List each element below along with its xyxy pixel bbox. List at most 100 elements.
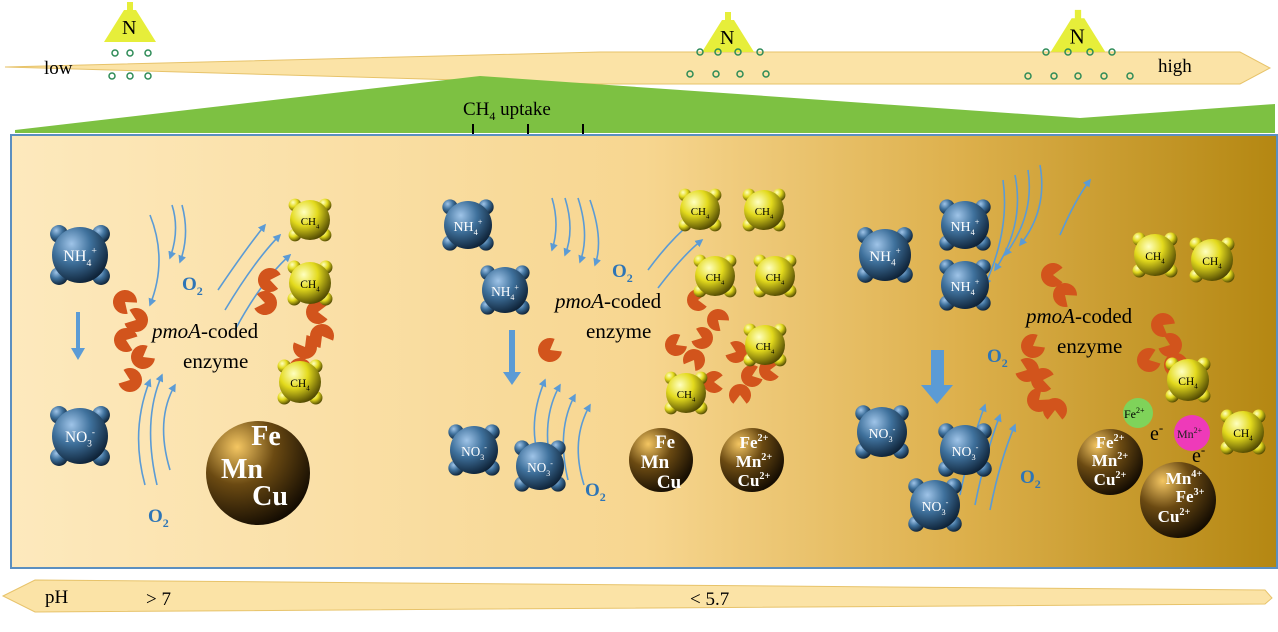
pmoA-enzyme xyxy=(310,324,334,348)
pmoA-enzyme xyxy=(1043,398,1067,420)
svg-text:Cu: Cu xyxy=(657,472,682,493)
pmoA-enzyme xyxy=(1158,333,1183,357)
svg-text:Mn4+: Mn4+ xyxy=(1166,469,1203,488)
svg-text:NO3-: NO3- xyxy=(527,459,553,478)
svg-text:Fe3+: Fe3+ xyxy=(1176,487,1205,506)
nitrogen-granule xyxy=(144,72,152,80)
enzyme-label-3: pmoA-coded xyxy=(1024,304,1133,328)
nitrogen-granule xyxy=(696,48,704,56)
pmoA-enzyme xyxy=(1031,368,1054,392)
nitrogen-cone-1: N xyxy=(104,2,156,42)
nitrification-arrow-3 xyxy=(921,350,953,404)
enzyme-label-1: pmoA-coded xyxy=(150,319,259,343)
nitrogen-symbol: N xyxy=(122,17,136,39)
oxygen-label: O2 xyxy=(1020,467,1041,491)
svg-text:CH4: CH4 xyxy=(756,341,775,355)
methane-molecule: CH4 xyxy=(693,254,737,298)
nitrogen-granule xyxy=(1042,48,1050,56)
ammonium-molecule: NH4+ xyxy=(50,225,110,285)
svg-text:CH4: CH4 xyxy=(1145,251,1165,265)
nitrate-molecule: NO3- xyxy=(855,405,909,459)
pmoA-enzyme xyxy=(665,334,687,356)
mn-ion-label: Mn2+ xyxy=(1177,426,1203,441)
pmoA-enzyme xyxy=(538,338,562,362)
nitrogen-granule xyxy=(762,70,770,78)
enzyme-label-1b: enzyme xyxy=(183,349,248,373)
methane-molecule: CH4 xyxy=(288,198,332,242)
flow-arrow xyxy=(178,204,187,264)
flow-arrow xyxy=(657,239,704,289)
flow-arrow xyxy=(994,174,1019,272)
pmoA-enzyme xyxy=(131,345,155,369)
flow-arrow xyxy=(148,214,160,307)
pmoA-enzyme xyxy=(1151,313,1175,337)
nitrate-molecule: NO3- xyxy=(448,424,500,476)
svg-text:Fe: Fe xyxy=(251,421,281,452)
nitrogen-gradient-bar xyxy=(4,51,1272,85)
oxygen-label: O2 xyxy=(612,261,633,285)
flow-arrow xyxy=(577,403,591,486)
nitrogen-symbol: N xyxy=(720,27,734,49)
flow-arrow xyxy=(1059,178,1091,236)
nitrogen-granule xyxy=(1024,72,1032,80)
svg-text:Cu: Cu xyxy=(252,481,288,512)
svg-text:NH4+: NH4+ xyxy=(869,246,900,267)
nitrogen-granule xyxy=(111,49,119,57)
svg-text:Mn2+: Mn2+ xyxy=(1092,451,1129,470)
svg-text:NO3-: NO3- xyxy=(952,443,979,462)
methane-molecule: CH4 xyxy=(1165,357,1211,403)
nitrogen-symbol: N xyxy=(1070,25,1085,49)
svg-text:Mn2+: Mn2+ xyxy=(736,452,773,471)
svg-text:CH4: CH4 xyxy=(677,389,696,403)
methane-molecule: CH4 xyxy=(1220,409,1266,455)
electron-label-1: e- xyxy=(1150,420,1163,445)
methane-molecule: CH4 xyxy=(742,188,786,232)
nitrogen-granule xyxy=(1086,48,1094,56)
svg-text:CH4: CH4 xyxy=(691,206,710,220)
flow-arrow xyxy=(563,197,572,257)
metal-sphere-zone2-b: Fe2+Mn2+Cu2+ xyxy=(720,428,784,492)
pmoA-enzyme xyxy=(114,328,138,352)
svg-text:NH4+: NH4+ xyxy=(491,283,519,302)
methane-molecule: CH4 xyxy=(1189,237,1235,283)
methane-uptake-band xyxy=(15,76,1275,133)
nitrogen-granule xyxy=(712,70,720,78)
methane-molecule: CH4 xyxy=(1132,232,1178,278)
nitrate-molecule: NO3- xyxy=(908,478,962,532)
svg-text:NO3-: NO3- xyxy=(869,425,896,444)
ammonium-molecule: NH4+ xyxy=(480,265,530,315)
pmoA-enzyme xyxy=(1053,283,1077,307)
nitrogen-granule xyxy=(714,48,722,56)
fe-ion-label: Fe2+ xyxy=(1124,406,1145,421)
svg-text:Mn: Mn xyxy=(221,454,263,485)
methane-molecule: CH4 xyxy=(664,371,708,415)
svg-text:NO3-: NO3- xyxy=(922,498,949,517)
pmoA-enzyme xyxy=(113,290,137,314)
enzyme-label-2: pmoA-coded xyxy=(553,289,662,313)
svg-text:Cu2+: Cu2+ xyxy=(738,471,771,490)
oxygen-label: O2 xyxy=(585,480,606,504)
nitrification-arrow-1 xyxy=(71,312,85,360)
methane-molecule: CH4 xyxy=(753,254,797,298)
nitrogen-granule xyxy=(1064,48,1072,56)
pmoA-enzyme xyxy=(258,268,281,292)
oxygen-label: O2 xyxy=(148,506,169,530)
svg-text:Fe2+: Fe2+ xyxy=(1096,433,1125,452)
enzyme-label-3b: enzyme xyxy=(1057,334,1122,358)
flow-arrow xyxy=(577,197,586,264)
svg-text:CH4: CH4 xyxy=(1202,256,1222,270)
gradient-low-label: low xyxy=(44,58,73,79)
ammonium-molecule: NH4+ xyxy=(857,227,913,283)
pmoA-enzyme xyxy=(306,300,328,324)
nitrate-molecule: NO3- xyxy=(50,406,110,466)
svg-text:CH4: CH4 xyxy=(301,216,320,230)
flow-arrow xyxy=(137,378,152,486)
ammonium-molecule: NH4+ xyxy=(442,199,494,251)
nitrogen-granule xyxy=(126,49,134,57)
nitrogen-granule xyxy=(734,48,742,56)
